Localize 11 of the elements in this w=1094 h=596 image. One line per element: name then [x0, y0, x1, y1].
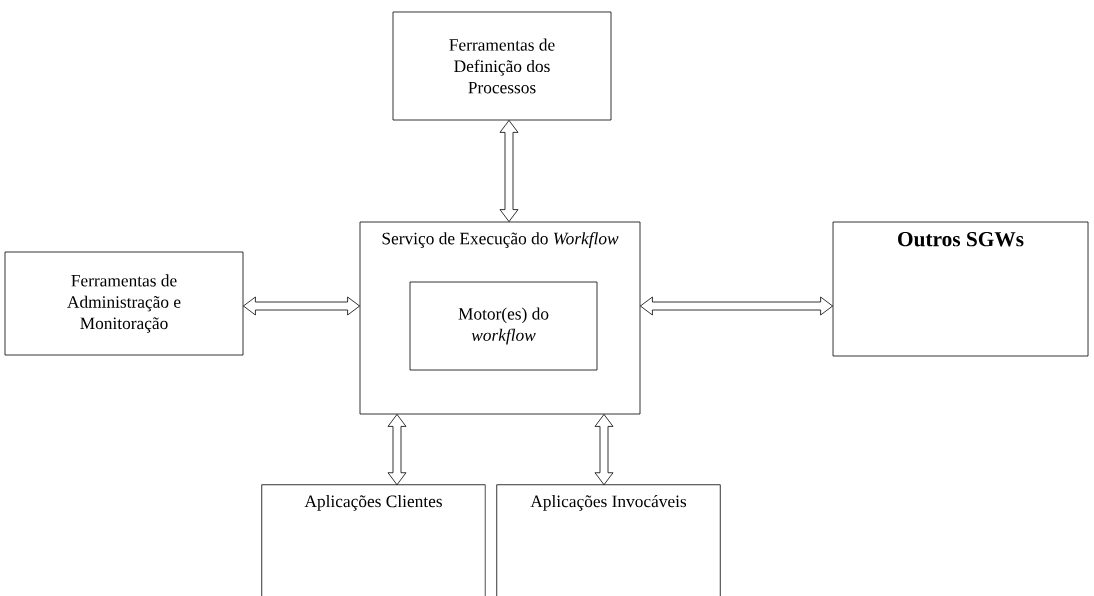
process-box: Ferramentas de Administração e Monitoração: [4, 251, 244, 356]
double-arrow: [243, 296, 360, 316]
double-arrow: [640, 296, 833, 316]
double-arrow: [387, 414, 407, 486]
open-box: Aplicações Clientes: [261, 484, 486, 596]
double-arrow: [499, 120, 519, 222]
double-arrow: [594, 414, 614, 486]
open-box: Aplicações Invocáveis: [496, 484, 721, 596]
process-box: Ferramentas de Definição dos Processos: [392, 11, 612, 121]
engine-box: Motor(es) do workflow: [409, 281, 598, 371]
system-box: Outros SGWs: [832, 221, 1089, 357]
